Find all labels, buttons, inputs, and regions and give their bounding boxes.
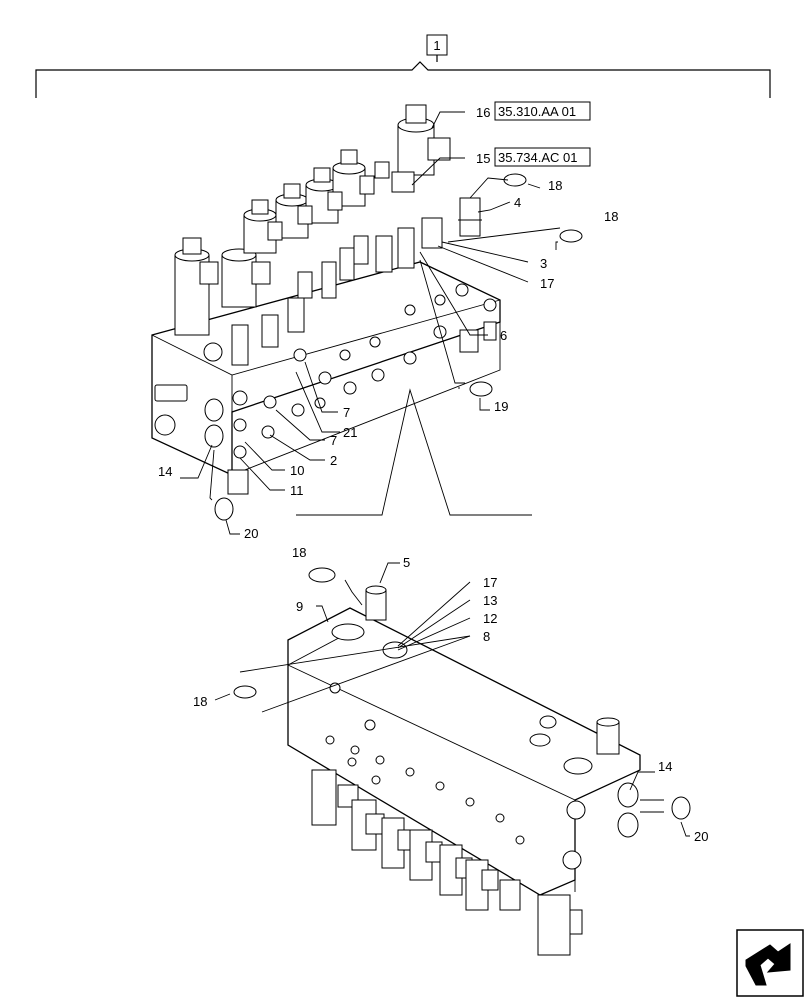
callout-19: 19 <box>494 399 508 414</box>
underside-solenoids <box>311 769 583 956</box>
callout-16: 16 <box>476 105 490 120</box>
callout-21: 21 <box>343 425 357 440</box>
callout-5: 5 <box>403 555 410 570</box>
callout-8: 8 <box>483 629 490 644</box>
cartridge-valves <box>231 197 481 366</box>
callout-18-top: 18 <box>548 178 562 193</box>
ref-box-15[interactable] <box>494 147 591 167</box>
callout-7-lower: 7 <box>330 433 337 448</box>
callout-11: 11 <box>290 483 304 498</box>
callout-14-upper: 14 <box>158 464 172 479</box>
callout-2: 2 <box>330 453 337 468</box>
o-ring-20b <box>671 796 691 820</box>
callout-12: 12 <box>483 611 497 626</box>
callout-3: 3 <box>540 256 547 271</box>
callout-18-right: 18 <box>604 209 618 224</box>
assembly-bracket: 1 <box>35 34 771 98</box>
callout-4: 4 <box>514 195 521 210</box>
callout-13: 13 <box>483 593 497 608</box>
ref-link-15[interactable]: 35.734.AC 01 <box>498 150 578 165</box>
callout-6: 6 <box>500 328 507 343</box>
callout-14-lower: 14 <box>658 759 672 774</box>
assembly-item-number: 1 <box>433 38 440 53</box>
callout-18-lower-left: 18 <box>193 694 207 709</box>
o-ring-20a <box>214 497 234 521</box>
callout-10: 10 <box>290 463 304 478</box>
ref-box-16[interactable] <box>494 101 591 121</box>
callout-9: 9 <box>296 599 303 614</box>
callout-18-lower-top: 18 <box>292 545 306 560</box>
upper-valve-assembly <box>151 104 583 535</box>
callout-15: 15 <box>476 151 490 166</box>
ref-link-16[interactable]: 35.310.AA 01 <box>498 104 576 119</box>
o-ring-18d <box>233 685 257 699</box>
lower-detail-assembly <box>214 562 691 956</box>
solenoid-coils <box>174 104 451 336</box>
callout-7-upper: 7 <box>343 405 350 420</box>
callout-20-lower: 20 <box>694 829 708 844</box>
o-ring-19 <box>469 381 493 397</box>
o-ring-18c <box>308 567 336 583</box>
next-page-arrow-icon[interactable] <box>736 929 804 997</box>
callout-20-upper: 20 <box>244 526 258 541</box>
o-ring-18b <box>559 229 583 243</box>
callout-17-upper: 17 <box>540 276 554 291</box>
callout-17-lower: 17 <box>483 575 497 590</box>
